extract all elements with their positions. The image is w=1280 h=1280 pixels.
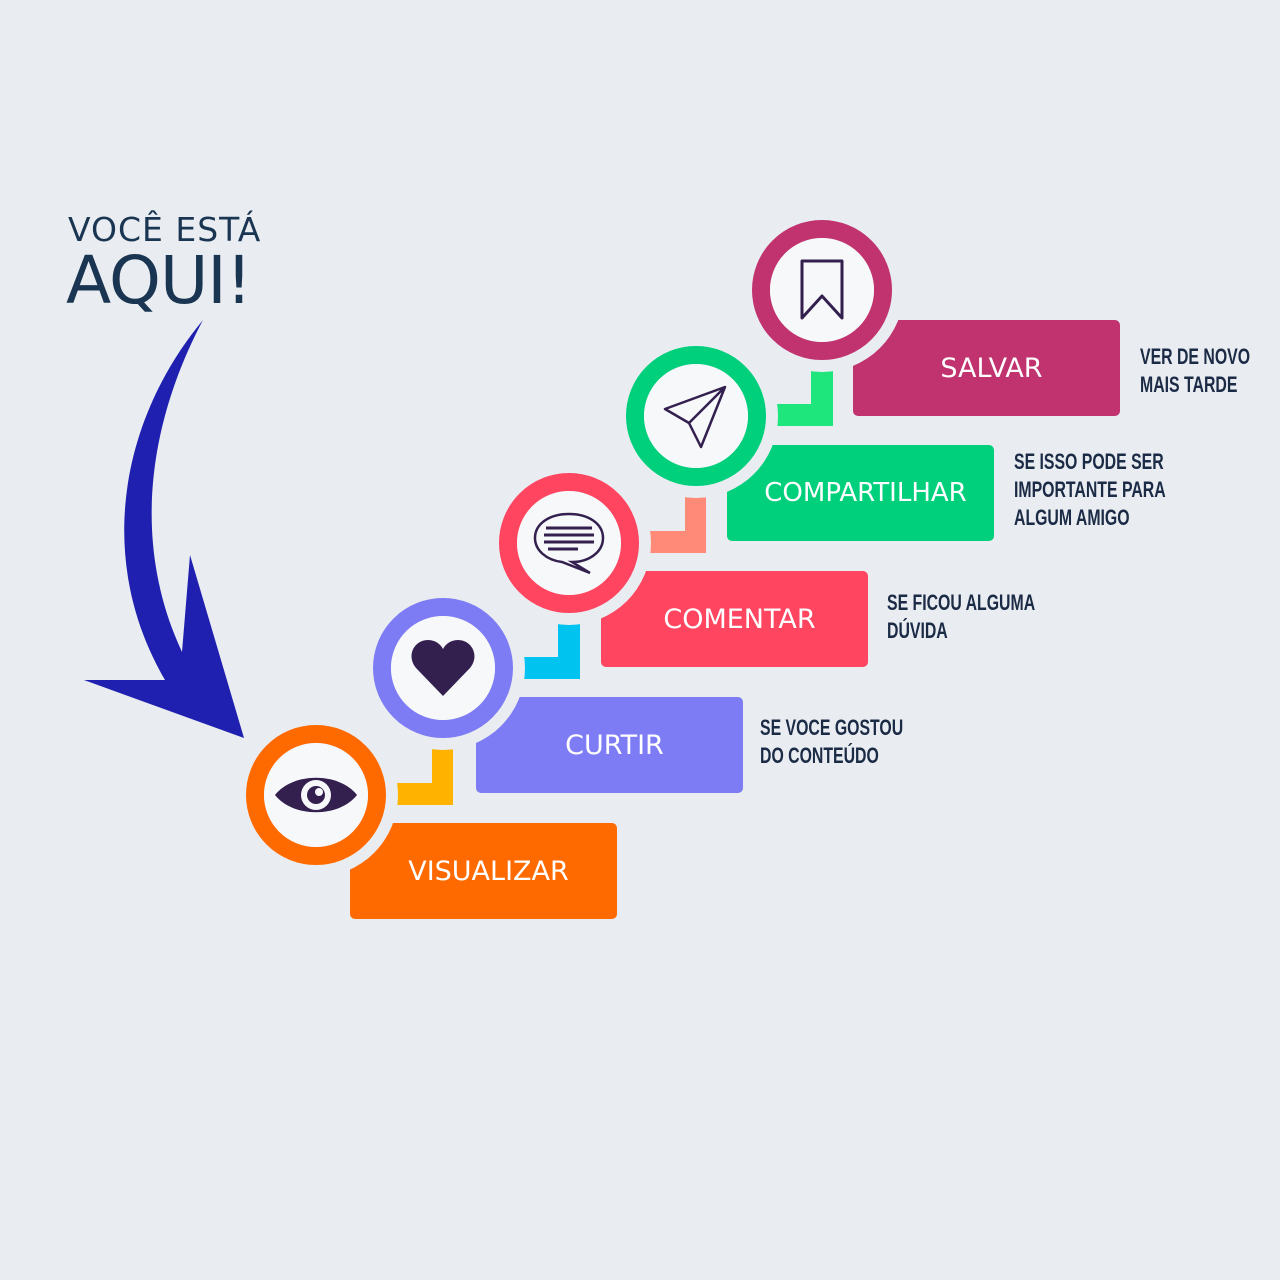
- note-comentar: SE FICOU ALGUMA DÚVIDA: [887, 589, 1035, 645]
- you-are-here-line1: VOCÊ ESTÁ: [68, 210, 262, 249]
- note-line: DO CONTEÚDO: [760, 743, 879, 768]
- step-visualizar-button[interactable]: VISUALIZAR: [350, 823, 617, 919]
- note-line: VER DE NOVO: [1140, 344, 1251, 369]
- step-visualizar-circle[interactable]: [246, 725, 386, 865]
- you-are-here-line2: AQUI!: [66, 242, 252, 319]
- connector-1-vertical: [432, 735, 453, 805]
- step-compartilhar-button[interactable]: COMPARTILHAR: [727, 445, 994, 541]
- eye-icon: [275, 777, 357, 813]
- chat-bubble-icon: [533, 512, 605, 575]
- note-line: SE VOCE GOSTOU: [760, 715, 904, 740]
- connector-4-vertical: [811, 355, 833, 426]
- step-curtir-button[interactable]: CURTIR: [476, 697, 743, 793]
- step-comentar-circle[interactable]: [499, 473, 639, 613]
- step-compartilhar-circle[interactable]: [626, 346, 766, 486]
- step-salvar-button[interactable]: SALVAR: [853, 320, 1120, 416]
- note-curtir: SE VOCE GOSTOU DO CONTEÚDO: [760, 714, 903, 770]
- note-line: DÚVIDA: [887, 618, 948, 643]
- heart-icon: [411, 640, 475, 696]
- note-line: MAIS TARDE: [1140, 372, 1238, 397]
- note-line: ALGUM AMIGO: [1014, 505, 1130, 530]
- connector-2-vertical: [558, 608, 580, 679]
- note-compartilhar: SE ISSO PODE SER IMPORTANTE PARA ALGUM A…: [1014, 448, 1166, 532]
- step-curtir-circle[interactable]: [373, 598, 513, 738]
- bookmark-icon: [800, 259, 844, 320]
- step-salvar-circle[interactable]: [752, 220, 892, 360]
- note-salvar: VER DE NOVO MAIS TARDE: [1140, 343, 1250, 399]
- curved-arrow-icon: [84, 320, 244, 738]
- step-comentar-button[interactable]: COMENTAR: [601, 571, 868, 667]
- connector-3-vertical: [685, 482, 706, 553]
- paper-plane-icon: [663, 385, 727, 449]
- note-line: SE ISSO PODE SER: [1014, 449, 1164, 474]
- note-line: SE FICOU ALGUMA: [887, 590, 1036, 615]
- note-line: IMPORTANTE PARA: [1014, 477, 1166, 502]
